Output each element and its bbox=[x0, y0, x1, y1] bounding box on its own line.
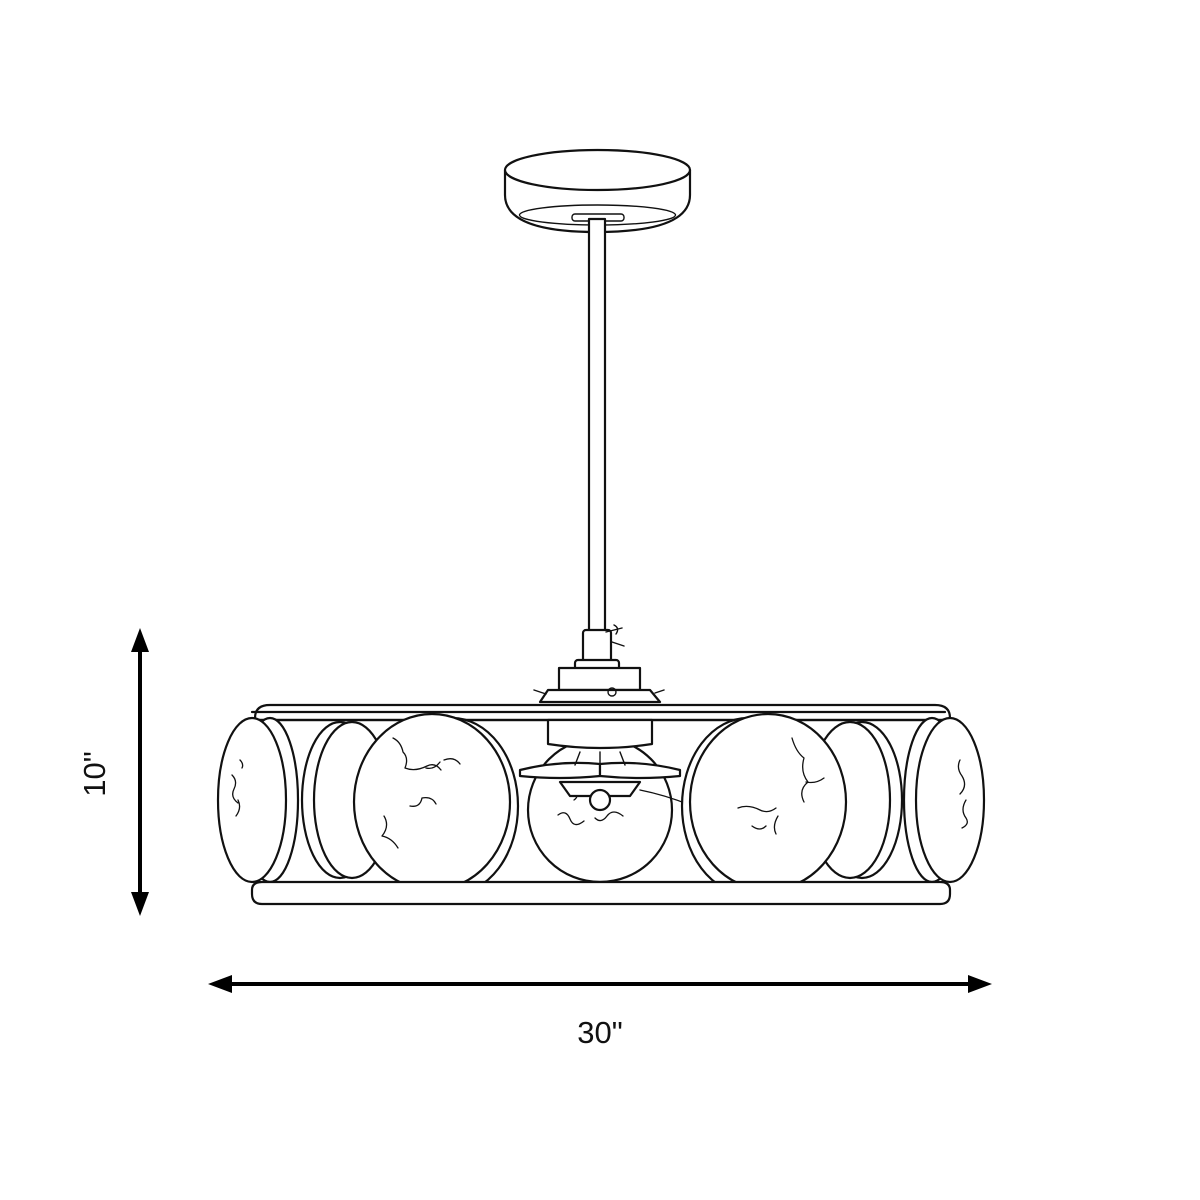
fan-blades bbox=[518, 718, 691, 812]
width-dimension bbox=[208, 975, 992, 993]
motor-housing bbox=[533, 666, 665, 704]
height-dimension bbox=[131, 628, 149, 916]
front-disc-left-large bbox=[352, 712, 520, 896]
front-disc-right-large bbox=[680, 712, 848, 896]
front-disc-right-outer bbox=[902, 716, 986, 884]
width-label: 30" bbox=[577, 1015, 623, 1050]
ceiling-canopy bbox=[503, 148, 692, 234]
height-label: 10" bbox=[77, 751, 112, 797]
cage-bottom-ring bbox=[250, 880, 952, 906]
cage-top-ring bbox=[250, 703, 952, 722]
front-disc-left-outer bbox=[216, 716, 300, 884]
downrod bbox=[573, 217, 625, 672]
